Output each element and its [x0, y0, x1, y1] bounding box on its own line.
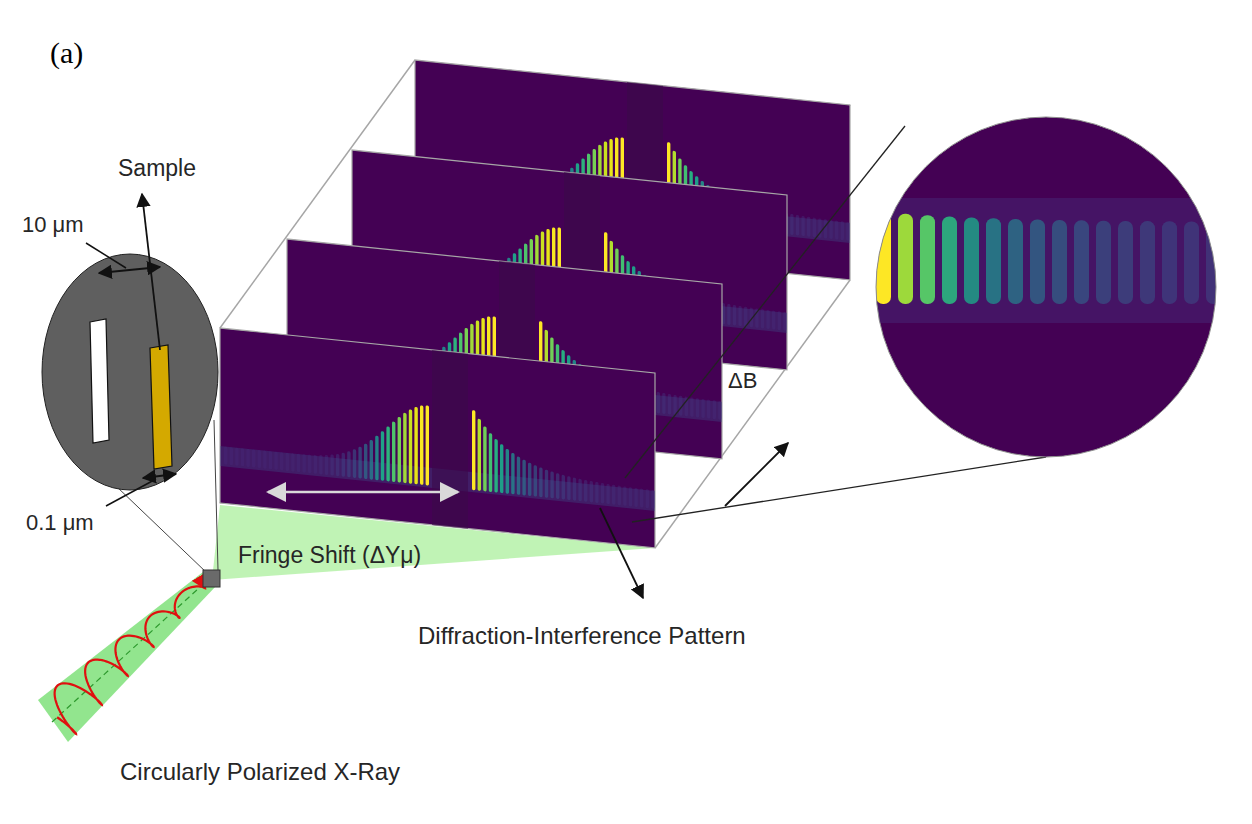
figure-label: ΔB — [728, 368, 757, 393]
zoom-outline — [876, 117, 1216, 457]
fringe — [898, 214, 913, 304]
fringe — [920, 215, 935, 304]
figure-label: Circularly Polarized X-Ray — [120, 758, 400, 786]
sample-chip — [203, 570, 220, 587]
figure-label: 10 μm — [22, 212, 84, 237]
beam-axis — [52, 578, 210, 722]
figure-label: Diffraction-Interference Pattern — [418, 622, 746, 650]
figure-label: Sample — [118, 155, 196, 181]
fringe-shift-arrow — [268, 491, 458, 494]
delta-b-arrow — [725, 443, 788, 506]
x-ray-beam — [38, 572, 217, 742]
polarization-helix — [55, 586, 206, 733]
zoom-leader — [632, 457, 1046, 522]
zoom-band — [870, 198, 1230, 323]
sample-slit — [150, 345, 172, 469]
detector-panel — [220, 328, 655, 548]
figure-label: 0.1 μm — [26, 510, 94, 535]
figure-label: Fringe Shift (ΔYμ) — [238, 542, 421, 568]
fringe — [1162, 221, 1177, 304]
fringe — [1096, 221, 1111, 304]
dimension-arrow — [143, 474, 176, 478]
fringe — [1184, 221, 1199, 304]
zoom-view — [870, 117, 1230, 457]
zoom-leader — [625, 126, 905, 478]
fringe — [1206, 222, 1221, 304]
fringe — [1118, 221, 1133, 304]
fringe — [942, 217, 957, 304]
fringe — [1052, 220, 1067, 304]
projection-line — [214, 420, 218, 570]
projection-line — [116, 486, 207, 573]
fringe — [1074, 220, 1089, 304]
fringe — [1140, 221, 1155, 304]
fringe — [986, 218, 1001, 304]
reference-slit — [90, 319, 109, 443]
sample-plate — [42, 254, 218, 490]
fringe — [964, 218, 979, 304]
figure-label: (a) — [50, 36, 83, 71]
fringe — [1030, 220, 1045, 304]
leader-line — [86, 243, 126, 268]
fringe — [1008, 219, 1023, 304]
sample-arrow — [142, 194, 160, 350]
pattern-arrow — [600, 508, 643, 598]
zoom-fringes — [876, 212, 1221, 304]
leader-line — [106, 479, 156, 506]
stack-frame — [220, 60, 850, 548]
